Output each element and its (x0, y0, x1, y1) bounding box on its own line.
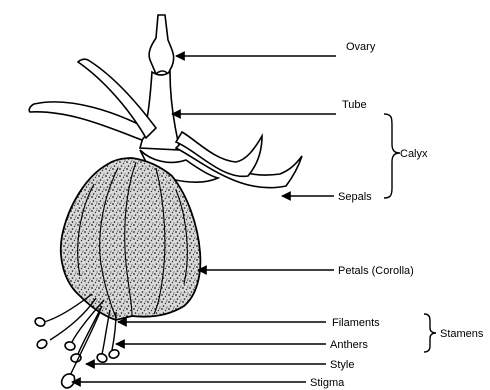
label-ovary: Ovary (346, 41, 376, 53)
flower-illustration (29, 15, 302, 388)
label-tube: Tube (342, 99, 367, 111)
ovary-shape (149, 15, 174, 74)
label-stamens: Stamens (440, 328, 484, 340)
label-style: Style (330, 359, 354, 371)
stamens-brace (424, 314, 436, 352)
label-petals: Petals (Corolla) (338, 265, 414, 277)
label-filaments: Filaments (332, 317, 380, 329)
calyx-brace (384, 114, 400, 198)
label-calyx: Calyx (400, 148, 428, 160)
label-anthers: Anthers (330, 339, 368, 351)
label-sepals: Sepals (338, 191, 372, 203)
label-stigma: Stigma (310, 377, 345, 389)
stigma-shape (62, 374, 75, 388)
